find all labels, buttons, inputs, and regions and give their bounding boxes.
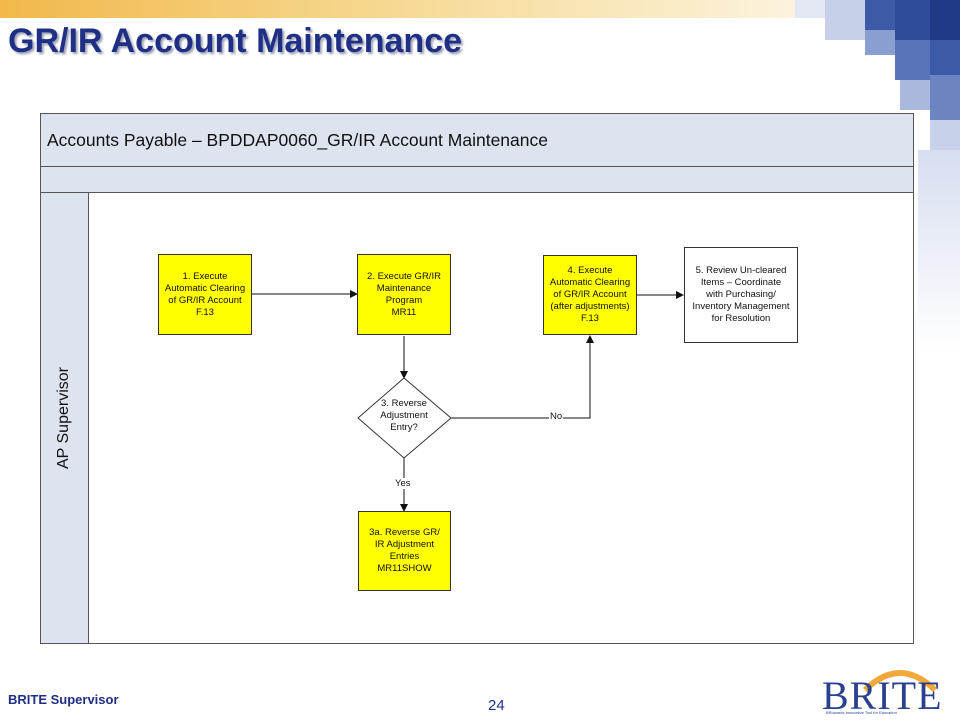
lane-label: AP Supervisor <box>55 367 72 469</box>
decorative-square <box>930 120 960 150</box>
edge-label-yes: Yes <box>394 478 412 489</box>
logo-tagline: BRowards Innovative Tool for Education <box>826 710 897 715</box>
decorative-square <box>865 0 895 30</box>
pool-subheader <box>41 167 913 193</box>
decorative-square <box>865 30 895 55</box>
decorative-square <box>895 40 930 80</box>
step-2-execute-grir-maintenance: 2. Execute GR/IR Maintenance Program MR1… <box>357 254 451 335</box>
pool-title: Accounts Payable – BPDDAP0060_GR/IR Acco… <box>47 130 548 150</box>
decorative-square <box>825 0 865 40</box>
decorative-square <box>900 80 930 110</box>
lane-header <box>41 193 89 643</box>
step-3a-reverse-adjustment-entries: 3a. Reverse GR/ IR Adjustment Entries MR… <box>358 511 451 591</box>
decorative-square <box>895 0 930 40</box>
pool-header <box>41 114 913 167</box>
brite-logo: BRITE <box>822 673 943 718</box>
footer-label: BRITE Supervisor <box>8 692 119 707</box>
slide-title: GR/IR Account Maintenance <box>8 22 463 60</box>
decorative-square <box>930 75 960 120</box>
step-3-decision-label: 3. Reverse Adjustment Entry? <box>380 398 428 433</box>
step-5-review-uncleared-items: 5. Review Un-cleared Items – Coordinate … <box>684 247 798 343</box>
decorative-square <box>930 0 960 40</box>
edge-label-no: No <box>549 411 564 422</box>
page-number: 24 <box>488 697 505 714</box>
step-4-execute-clearing-after-adjustments: 4. Execute Automatic Clearing of GR/IR A… <box>543 255 637 335</box>
header-gradient-bar <box>0 0 960 18</box>
decorative-square <box>795 0 825 18</box>
decorative-square <box>918 150 960 350</box>
logo-sun-arc <box>862 670 938 692</box>
decorative-square <box>930 40 960 75</box>
step-1-execute-automatic-clearing: 1. Execute Automatic Clearing of GR/IR A… <box>158 254 252 335</box>
swimlane-pool <box>40 113 914 644</box>
